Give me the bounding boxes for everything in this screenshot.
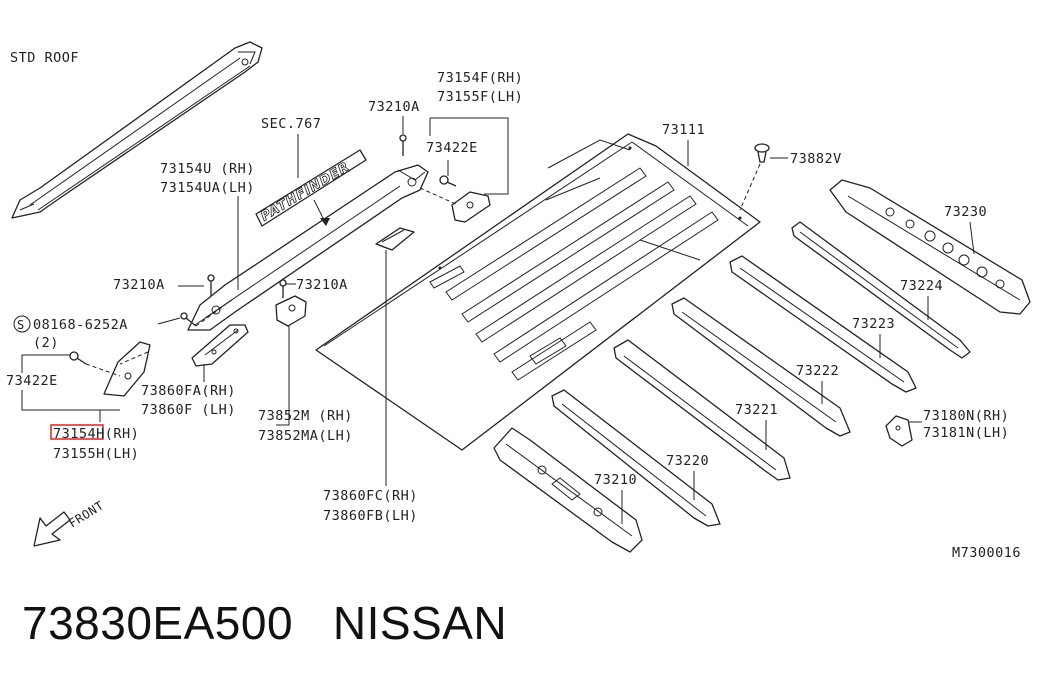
- clip-left-label: 73422E: [6, 373, 58, 389]
- part-number: 73830EA500: [22, 597, 294, 649]
- clip-left-leader-bottom: [21, 390, 120, 411]
- rail-rh-label: 73154U (RH): [160, 161, 255, 177]
- bow-73210-label: 73210: [594, 472, 637, 488]
- bracket-leader-box: [430, 117, 509, 195]
- center-cover-lh-label: 73860FB(LH): [323, 508, 418, 524]
- screw-symbol-letter: S: [17, 318, 25, 332]
- bolt-mid: [279, 279, 287, 298]
- clip-left-dash: [85, 363, 121, 377]
- rail-end-cover: [191, 324, 249, 367]
- screw-code-label: 08168-6252A: [33, 317, 128, 333]
- bracket-lh-label: 73155F(LH): [437, 89, 523, 105]
- bow-73230-leader: [969, 221, 975, 255]
- cover-rh-label: 73860FA(RH): [141, 383, 236, 399]
- clip-right-lh-label: 73181N(LH): [923, 425, 1009, 441]
- roof-bow-73223: [729, 255, 917, 393]
- pad-lh-label: 73852MA(LH): [258, 428, 353, 444]
- clip-top-label: 73422E: [426, 140, 478, 156]
- roof-rail-long: [11, 41, 263, 219]
- roof-bow-73230: [829, 179, 1031, 315]
- clip-right-rh-label: 73180N(RH): [923, 408, 1009, 424]
- roof-type-label: STD ROOF: [10, 50, 79, 66]
- roof-bow-73222: [671, 297, 851, 437]
- diagram-code: M7300016: [952, 545, 1021, 561]
- clip-left: [69, 351, 87, 365]
- grommet: [754, 143, 770, 163]
- front-bracket: [103, 341, 151, 397]
- roof-panel: [315, 133, 761, 451]
- roof-bow-73220: [551, 389, 721, 527]
- section-reference-label: SEC.767: [261, 116, 321, 132]
- emblem-text: PATHFINDER: [258, 159, 352, 224]
- bow-73220-label: 73220: [666, 453, 709, 469]
- roof-panel-label: 73111: [662, 122, 705, 138]
- screw: [180, 312, 197, 327]
- clip-right: [885, 415, 913, 447]
- bolt-left-label: 73210A: [113, 277, 165, 293]
- clip-top: [439, 175, 457, 187]
- part-number-footer: 73830EA500 NISSAN: [22, 596, 507, 650]
- front-label: FRONT: [66, 498, 106, 530]
- bow-73223-label: 73223: [852, 316, 895, 332]
- cover-lh-label: 73860F (LH): [141, 402, 236, 418]
- brand-name: NISSAN: [332, 597, 508, 649]
- bracket-rh-label: 73154F(RH): [437, 70, 523, 86]
- bolt-left: [207, 274, 215, 296]
- pathfinder-emblem: PATHFINDER: [255, 149, 367, 227]
- roof-rail-side: [187, 164, 429, 331]
- bolt-mid-label: 73210A: [296, 277, 348, 293]
- grommet-label: 73882V: [790, 151, 842, 167]
- front-bracket-rh-label: 73154H(RH): [53, 426, 139, 442]
- screw-qty-label: (2): [33, 335, 59, 351]
- bow-73230-label: 73230: [944, 204, 987, 220]
- clip-left-leader-top: [21, 354, 70, 373]
- bolt-top-label: 73210A: [368, 99, 420, 115]
- pad-rh-label: 73852M (RH): [258, 408, 353, 424]
- screw-dash: [195, 304, 226, 327]
- screw-leader: [157, 317, 181, 325]
- rear-bracket: [451, 191, 491, 223]
- roof-bow-73221: [613, 339, 791, 481]
- front-arrow: [33, 511, 71, 547]
- bolt-top: [399, 134, 407, 156]
- rail-pad: [275, 295, 307, 327]
- highlight-box: [50, 424, 104, 440]
- center-cover-rh-label: 73860FC(RH): [323, 488, 418, 504]
- center-cover: [375, 227, 415, 251]
- screw-symbol: S: [13, 315, 31, 333]
- front-bracket-dash: [119, 351, 149, 365]
- rear-bracket-dash: [419, 187, 459, 206]
- rail-lh-label: 73154UA(LH): [160, 180, 255, 196]
- grommet-dash: [739, 163, 761, 211]
- bow-73222-label: 73222: [796, 363, 839, 379]
- front-bracket-lh-label: 73155H(LH): [53, 446, 139, 462]
- roof-bow-73210: [493, 427, 643, 553]
- pad-leader: [276, 326, 290, 426]
- bow-73224-label: 73224: [900, 278, 943, 294]
- roof-bow-73224: [791, 221, 971, 359]
- bow-73221-label: 73221: [735, 402, 778, 418]
